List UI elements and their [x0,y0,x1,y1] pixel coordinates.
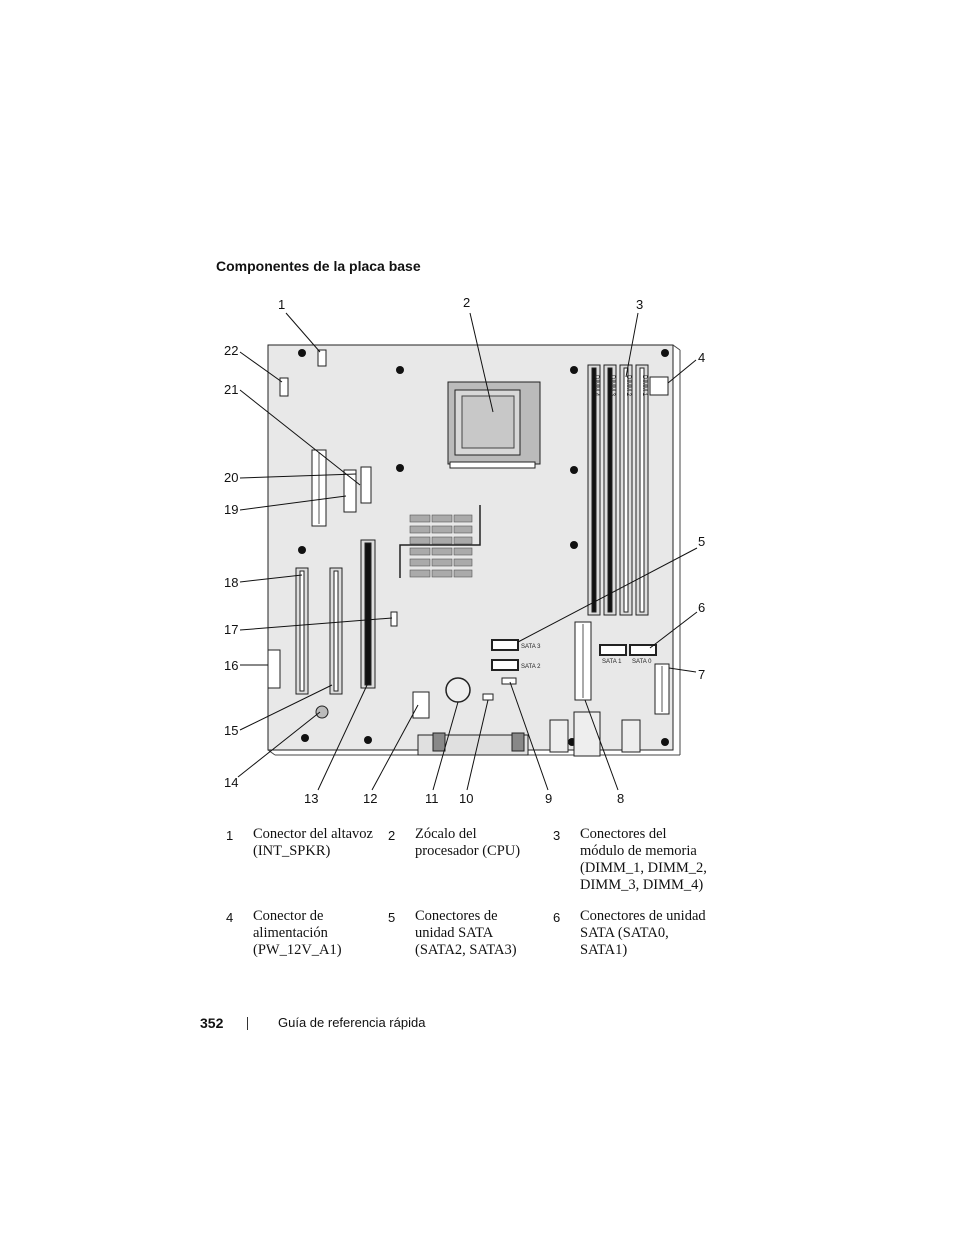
connector-16 [267,649,281,689]
fan-connector-22 [279,377,289,397]
fdd-connector [343,469,357,513]
jumper-10 [482,693,494,701]
callout-20: 20 [224,470,238,485]
callout-14: 14 [224,775,238,790]
legend-row: 4 Conector de alimentación (PW_12V_A1) 5… [222,908,722,959]
power-12v-connector [649,376,669,396]
sata0-connector [629,644,657,656]
callout-7: 7 [698,667,705,682]
legend-description: Conectores del módulo de memoria (DIMM_1… [580,826,707,893]
pci-express-slot [360,539,376,689]
jumper-17 [390,611,398,627]
legend-number: 3 [553,828,561,843]
sata1-connector [599,644,627,656]
callout-4: 4 [698,350,705,365]
callout-19: 19 [224,502,238,517]
legend-description: Conectores de unidad SATA (SATA0, SATA1) [580,908,706,958]
callout-13: 13 [304,791,318,806]
led-14 [315,705,329,719]
heatsink-clip [399,505,481,578]
callout-1: 1 [278,297,285,312]
callout-22: 22 [224,343,238,358]
legend-item: 6 Conectores de unidad SATA (SATA0, SATA… [549,908,719,959]
callout-15: 15 [224,723,238,738]
fan-connector-21 [360,466,372,504]
callout-21: 21 [224,382,238,397]
cpu-socket [447,381,541,469]
callout-18: 18 [224,575,238,590]
legend-description: Zócalo del procesador (CPU) [415,826,521,859]
sata2-connector [491,659,519,671]
sata3-connector [491,639,519,651]
legend-row: 1 Conector del altavoz (INT_SPKR) 2 Zóca… [222,826,722,894]
dimm3-label: DIMM 3 [609,375,615,397]
dimm2-label: DIMM 2 [625,375,631,397]
page-number: 352 [200,1015,224,1031]
legend-item: 2 Zócalo del procesador (CPU) [384,826,549,894]
section-heading: Componentes de la placa base [216,258,421,274]
jumper-9 [501,677,517,685]
legend-item: 3 Conectores del módulo de memoria (DIMM… [549,826,719,894]
sata1-label: SATA 1 [602,659,622,665]
callout-8: 8 [617,791,624,806]
callout-11: 11 [425,791,439,806]
legend-number: 2 [388,828,396,843]
callout-12: 12 [363,791,377,806]
legend-item: 1 Conector del altavoz (INT_SPKR) [222,826,384,894]
legend-description: Conector de alimentación (PW_12V_A1) [253,908,342,958]
callout-16: 16 [224,658,238,673]
chipset-heatsink [409,514,473,578]
usb-header-12 [412,691,430,719]
speaker-connector [317,349,327,367]
legend-description: Conector del altavoz (INT_SPKR) [253,826,373,859]
legend-number: 1 [226,828,234,843]
mounting-holes [298,349,669,746]
callout-9: 9 [545,791,552,806]
back-panel-io [417,711,641,757]
dimm4-label: DIMM 4 [593,375,599,397]
pci-slots [295,567,343,695]
callout-17: 17 [224,622,238,637]
callout-leaders [237,312,698,791]
footer-divider [247,1017,248,1030]
legend-number: 5 [388,910,396,925]
sata3-label: SATA 3 [521,644,541,650]
dimm-slots [587,364,649,616]
legend-number: 6 [553,910,561,925]
callout-3: 3 [636,297,643,312]
sata0-label: SATA 0 [632,659,652,665]
legend-description: Conectores de unidad SATA (SATA2, SATA3) [415,908,517,958]
legend-number: 4 [226,910,234,925]
callout-5: 5 [698,534,705,549]
callout-10: 10 [459,791,473,806]
legend-item: 4 Conector de alimentación (PW_12V_A1) [222,908,384,959]
sata2-label: SATA 2 [521,664,541,670]
callout-2: 2 [463,295,470,310]
motherboard-diagram: DIMM 4 DIMM 3 DIMM 2 DIMM 1 SATA 3 SATA … [224,295,705,806]
footer-title: Guía de referencia rápida [278,1015,426,1030]
callout-6: 6 [698,600,705,615]
dimm1-label: DIMM 1 [641,375,647,397]
component-legend: 1 Conector del altavoz (INT_SPKR) 2 Zóca… [222,826,722,973]
legend-item: 5 Conectores de unidad SATA (SATA2, SATA… [384,908,549,959]
battery-socket [445,677,471,703]
